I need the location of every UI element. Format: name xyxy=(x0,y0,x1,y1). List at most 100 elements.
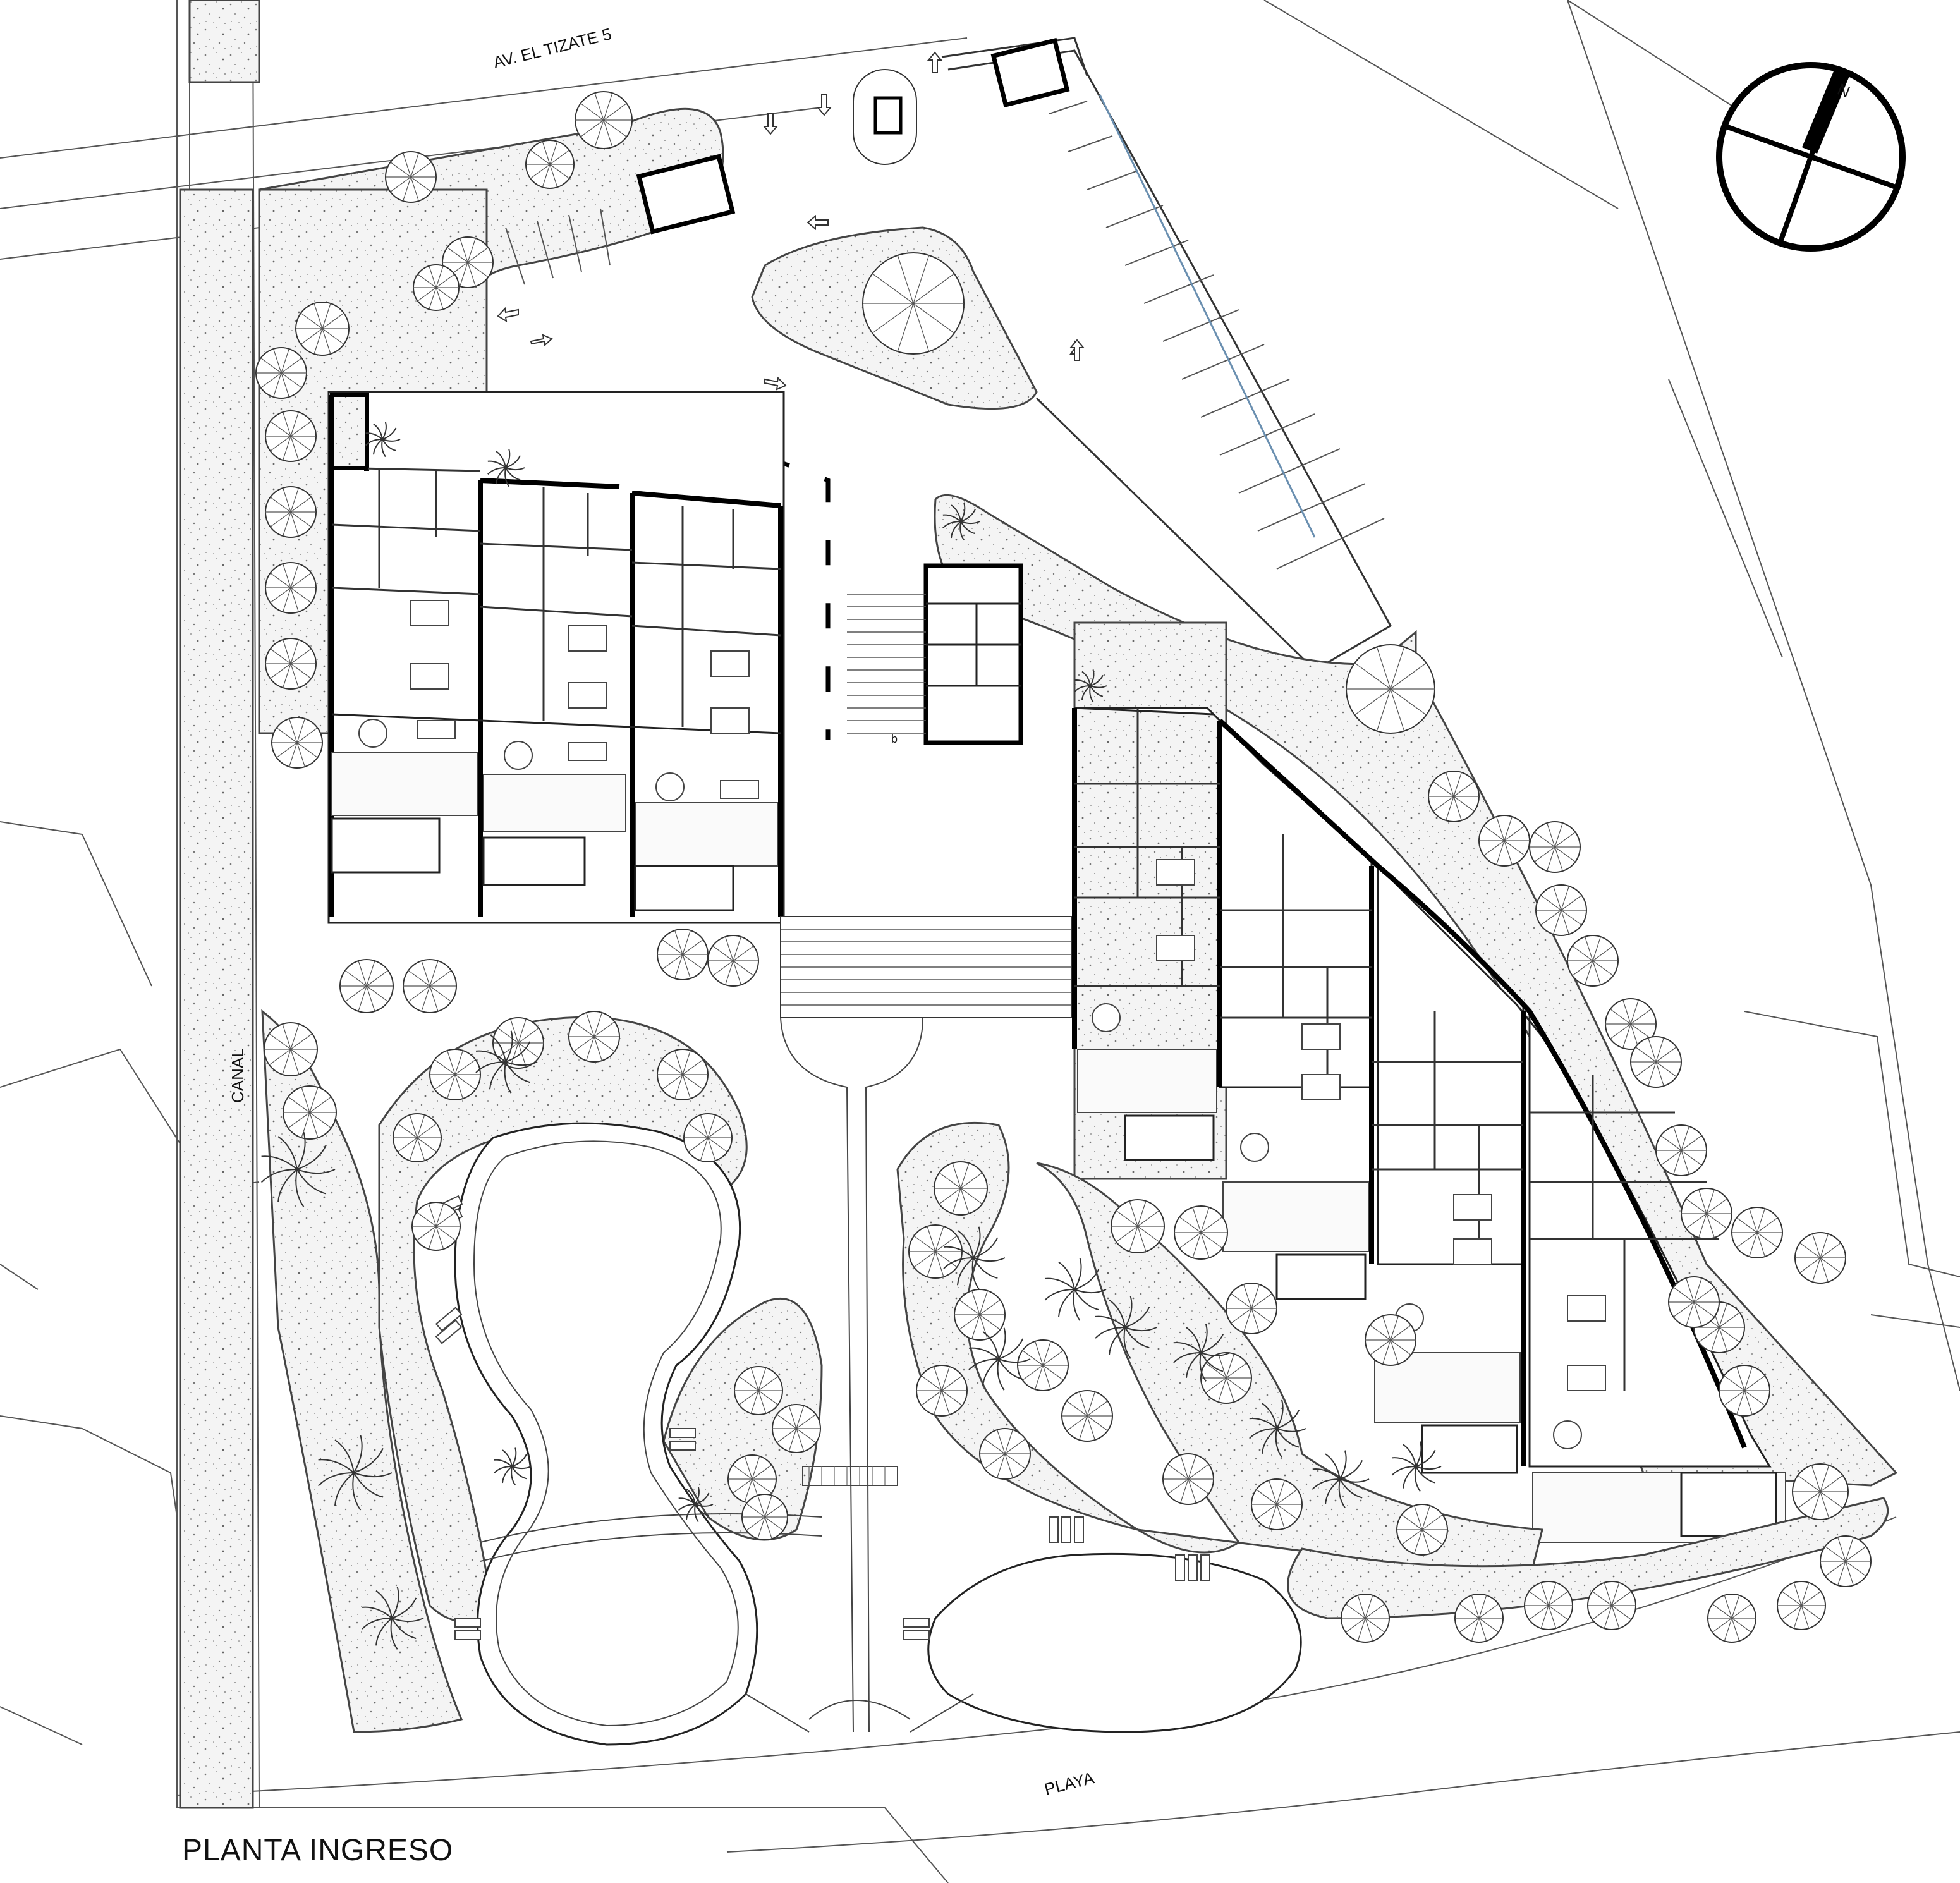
tree-canopy xyxy=(1529,821,1581,873)
stair-tower-west xyxy=(330,393,368,470)
access-drive-edge xyxy=(328,389,831,740)
tree-canopy xyxy=(1162,1453,1214,1505)
south-planting-band xyxy=(1287,1497,1889,1619)
tree-canopy xyxy=(1226,1283,1277,1334)
tree-canopy xyxy=(916,1365,968,1417)
palm-tree xyxy=(1074,669,1107,703)
tree-canopy xyxy=(1454,1594,1504,1643)
tree-canopy xyxy=(657,929,709,980)
tree-canopy xyxy=(1587,1581,1636,1630)
walkway-slats xyxy=(808,1466,886,1485)
tree-canopy xyxy=(1200,1352,1252,1404)
tree-canopies xyxy=(255,91,1872,1643)
tree-canopy xyxy=(568,1011,620,1063)
north-arrow-icon: N xyxy=(1716,62,1906,252)
drawing-title: PLANTA INGRESO xyxy=(182,1834,454,1867)
palm-tree xyxy=(362,1587,424,1650)
garden-planting-west xyxy=(261,1009,463,1733)
palm-tree xyxy=(1044,1258,1107,1321)
garden-planting-ring xyxy=(378,1016,748,1624)
tree-canopy xyxy=(1111,1199,1165,1253)
tree-canopy xyxy=(264,1022,318,1076)
tree-canopy xyxy=(265,638,317,690)
palm-tree xyxy=(317,1435,393,1511)
palm-tree xyxy=(475,1030,538,1094)
tree-canopy xyxy=(265,562,317,614)
tree-canopy xyxy=(295,302,350,356)
tree-canopy xyxy=(1174,1205,1228,1260)
tree-canopy xyxy=(1655,1124,1707,1176)
parking-stall-lines xyxy=(505,101,1385,570)
beach-pool xyxy=(927,1552,1302,1733)
street-label: AV. EL TIZATE 5 xyxy=(491,24,613,71)
tree-canopy xyxy=(283,1085,337,1140)
parking-edge-blue xyxy=(1099,94,1316,538)
tree-canopy xyxy=(1251,1478,1303,1530)
palm-tree xyxy=(1095,1296,1157,1359)
guard-house xyxy=(636,154,736,235)
tree-canopy xyxy=(772,1404,821,1453)
tree-canopy xyxy=(1605,998,1657,1050)
tree-canopy xyxy=(1365,1314,1416,1366)
tree-canopy xyxy=(1820,1535,1872,1587)
tree-canopy xyxy=(1707,1594,1756,1643)
tree-canopy xyxy=(265,486,317,538)
sun-loungers xyxy=(434,1195,1210,1640)
tree-canopy xyxy=(1792,1463,1849,1520)
tree-canopy xyxy=(1061,1390,1113,1442)
palm-tree xyxy=(494,1447,532,1486)
tree-canopy xyxy=(429,1049,481,1100)
tree-canopy xyxy=(255,347,307,399)
tree-canopy xyxy=(1567,935,1619,987)
central-stair-core: b xyxy=(847,563,1023,745)
tree-canopy xyxy=(385,151,437,203)
tree-canopy xyxy=(954,1289,1006,1341)
palm-tree xyxy=(1173,1324,1231,1382)
palm-tree xyxy=(942,503,980,541)
beach-label: PLAYA xyxy=(1042,1768,1096,1799)
tree-canopy xyxy=(413,264,460,311)
garden-promenade xyxy=(780,1017,923,1733)
kiosk-booth xyxy=(873,96,903,135)
tree-canopy xyxy=(575,91,633,149)
palm-trees xyxy=(260,422,1442,1650)
palm-tree xyxy=(943,1226,1006,1289)
tree-canopy xyxy=(1630,1036,1682,1088)
lagoon-pool xyxy=(454,1122,758,1746)
tree-canopy xyxy=(862,252,965,355)
palm-tree xyxy=(1391,1441,1442,1492)
tree-canopy xyxy=(1346,644,1435,734)
tree-canopy xyxy=(1535,884,1587,936)
tree-canopy xyxy=(908,1224,963,1279)
garden-planting-east xyxy=(896,1121,1543,1581)
tree-canopy xyxy=(1681,1188,1732,1240)
tree-canopy xyxy=(525,140,575,189)
palm-tree xyxy=(968,1327,1031,1391)
tree-canopy xyxy=(411,1202,461,1251)
tree-canopy xyxy=(339,959,394,1013)
palm-tree xyxy=(1312,1450,1370,1508)
palm-tree xyxy=(365,422,401,458)
tree-canopy xyxy=(1524,1581,1573,1630)
stair-tower-north xyxy=(990,37,1070,108)
tree-canopy xyxy=(1668,1276,1720,1328)
garden-steps xyxy=(780,916,1072,1018)
palm-tree xyxy=(260,1131,336,1207)
palm-tree xyxy=(678,1487,714,1523)
palm-tree xyxy=(487,449,525,487)
canal-label: CANAL xyxy=(228,1048,247,1103)
tree-canopy xyxy=(1396,1504,1448,1556)
building-block-east xyxy=(1072,621,1786,1543)
tree-canopy xyxy=(707,935,759,987)
canal-strip-north xyxy=(188,0,260,83)
tree-canopy xyxy=(271,717,323,769)
tree-canopy xyxy=(403,959,457,1013)
tree-canopy xyxy=(1719,1365,1770,1417)
palm-tree xyxy=(1249,1399,1306,1458)
tree-canopy xyxy=(1478,815,1530,867)
tree-canopy xyxy=(657,1049,709,1100)
garden-planting-center xyxy=(662,1297,823,1541)
canal-strip xyxy=(179,188,254,1809)
tree-canopy xyxy=(934,1161,988,1216)
